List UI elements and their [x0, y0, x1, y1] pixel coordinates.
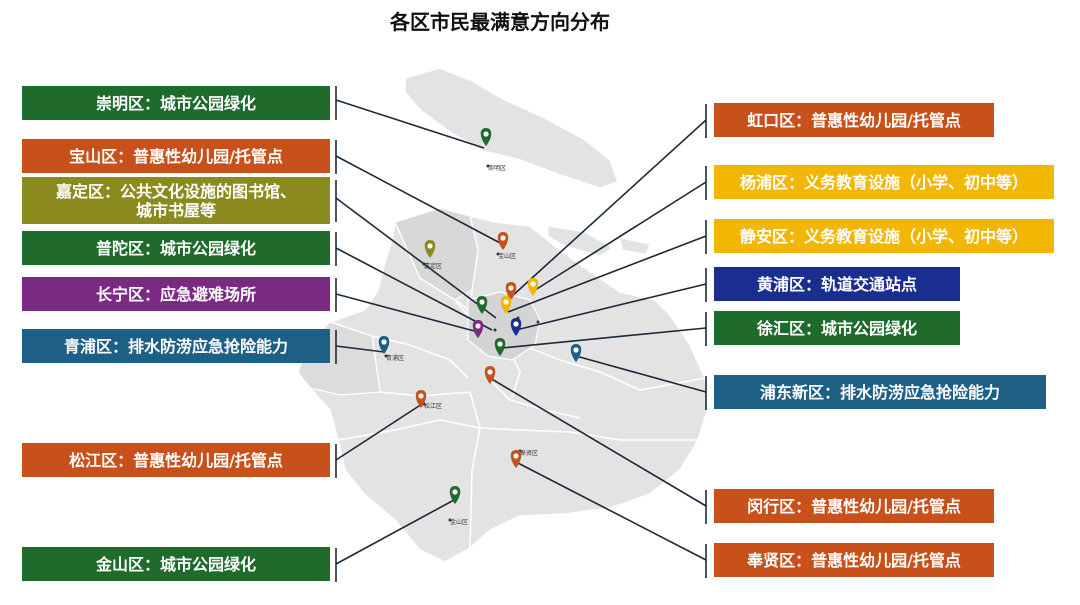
label-text: 崇明区：城市公园绿化 [95, 93, 256, 113]
label-huangpu: 黄浦区：轨道交通站点 [714, 267, 960, 301]
map-pin-icon [527, 278, 539, 296]
label-text: 宝山区：普惠性幼儿园/托管点 [69, 146, 283, 166]
label-minhang: 闵行区：普惠性幼儿园/托管点 [714, 489, 994, 523]
map-pin-icon [480, 128, 492, 146]
map-label-jinshan: 金山区 [450, 518, 468, 526]
label-text: 奉贤区：普惠性幼儿园/托管点 [747, 550, 961, 570]
label-text: 金山区：城市公园绿化 [95, 554, 256, 574]
label-text: 松江区：普惠性幼儿园/托管点 [69, 450, 283, 470]
map-region-changxing [547, 225, 613, 257]
map-pin-icon [570, 344, 582, 362]
label-text-line1: 嘉定区：公共文化设施的图书馆、 [55, 181, 296, 201]
label-text: 长宁区：应急避难场所 [95, 284, 256, 304]
label-yangpu: 杨浦区：义务教育设施（小学、初中等） [714, 165, 1054, 199]
map-pin-icon [494, 338, 506, 356]
label-text: 普陀区：城市公园绿化 [95, 238, 256, 258]
label-qingpu: 青浦区：排水防涝应急抢险能力 [22, 329, 330, 363]
label-xuhui: 徐汇区：城市公园绿化 [714, 311, 960, 345]
label-hongkou: 虹口区：普惠性幼儿园/托管点 [714, 103, 994, 137]
label-text-line2: 城市书屋等 [135, 200, 216, 220]
map-label-jiading: 嘉定区 [424, 262, 442, 270]
label-text: 虹口区：普惠性幼儿园/托管点 [747, 110, 961, 130]
label-jinshan: 金山区：城市公园绿化 [22, 547, 330, 581]
map-pins [378, 128, 582, 504]
map-label-qingpu: 青浦区 [386, 354, 404, 362]
label-songjiang: 松江区：普惠性幼儿园/托管点 [22, 443, 330, 477]
label-chongming: 崇明区：城市公园绿化 [22, 86, 330, 120]
map-label-baoshan: 宝山区 [498, 252, 516, 260]
label-text: 徐汇区：城市公园绿化 [756, 318, 917, 338]
label-changning: 长宁区：应急避难场所 [22, 277, 330, 311]
map-pin-icon [415, 390, 427, 408]
label-pudong: 浦东新区：排水防涝应急抢险能力 [714, 375, 1046, 409]
connector-lines [335, 86, 707, 582]
map-pin-icon [449, 486, 461, 504]
label-text: 静安区：义务教育设施（小学、初中等） [739, 226, 1028, 246]
label-fengxian: 奉贤区：普惠性幼儿园/托管点 [714, 543, 994, 577]
label-jiading: 嘉定区：公共文化设施的图书馆、城市书屋等 [22, 177, 330, 224]
map-pin-icon [472, 320, 484, 338]
map-region-chongming [404, 67, 619, 189]
map-pin-icon [497, 232, 509, 250]
page-title: 各区市民最满意方向分布 [390, 10, 610, 34]
label-baoshan: 宝山区：普惠性幼儿园/托管点 [22, 139, 330, 173]
map-pin-icon [505, 282, 517, 300]
map-pin-icon [510, 450, 522, 468]
label-text: 杨浦区：义务教育设施（小学、初中等） [739, 172, 1028, 192]
label-text: 黄浦区：轨道交通站点 [756, 274, 917, 294]
map-pin-icon [510, 318, 522, 336]
map-pin-icon [378, 336, 390, 354]
map-pin-icon [484, 366, 496, 384]
map-label-songjiang: 松江区 [424, 402, 442, 410]
map-pin-icon [424, 240, 436, 258]
label-text: 浦东新区：排水防涝应急抢险能力 [759, 382, 1000, 402]
map-region-hengsha [619, 237, 651, 255]
map-pin-icon [476, 296, 488, 314]
map-label-chongming: 崇明区 [488, 165, 506, 172]
map-pin-icon [500, 296, 512, 314]
label-jingan: 静安区：义务教育设施（小学、初中等） [714, 219, 1054, 253]
map-region-jiading-shade [394, 207, 479, 301]
map-label-fengxian: 奉贤区 [520, 449, 538, 457]
label-putuo: 普陀区：城市公园绿化 [22, 231, 330, 265]
label-text: 闵行区：普惠性幼儿园/托管点 [747, 496, 961, 516]
label-text: 青浦区：排水防涝应急抢险能力 [63, 336, 288, 356]
